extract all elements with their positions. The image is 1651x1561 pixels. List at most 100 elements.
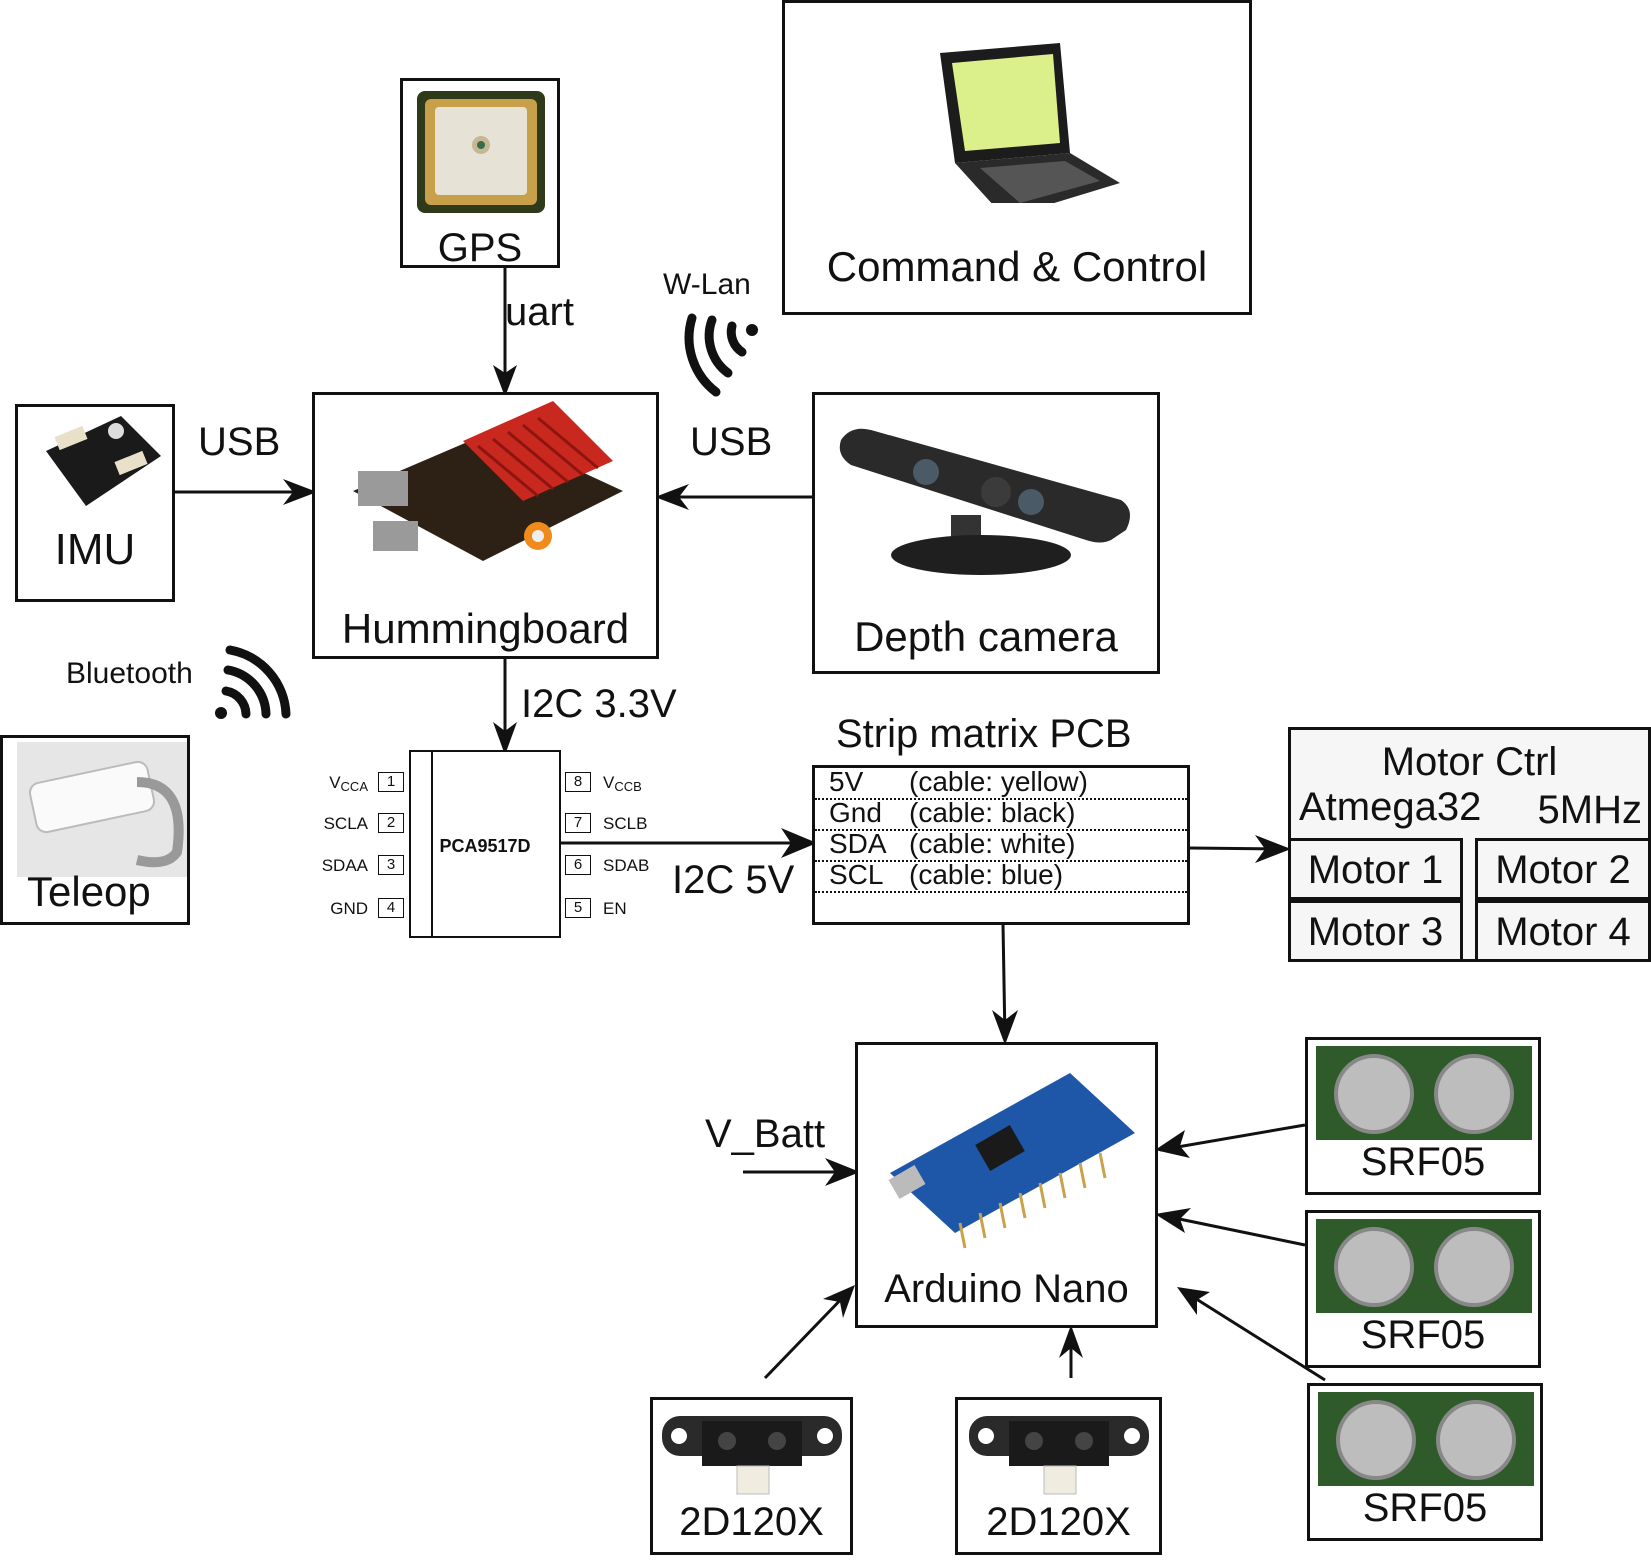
chip-name: PCA9517D — [439, 836, 531, 856]
arrowhead — [1155, 1130, 1190, 1158]
arduino-label: Arduino Nano — [884, 1267, 1129, 1311]
strip-cable: (cable: black) — [909, 797, 1076, 828]
strip-pcb-title: Strip matrix PCB — [836, 712, 1132, 756]
arrowhead — [1255, 835, 1291, 863]
strip-cable: (cable: yellow) — [909, 766, 1088, 797]
arrowhead — [1177, 1287, 1210, 1315]
depth-camera-icon — [839, 428, 1130, 575]
strip-cable: (cable: blue) — [909, 859, 1064, 890]
pin-name: EN — [603, 899, 627, 918]
command-control-label: Command & Control — [826, 243, 1208, 290]
imu-board-icon — [46, 416, 161, 506]
bluetooth-label: Bluetooth — [66, 657, 193, 690]
ultrasonic-sensor-icon — [1318, 1392, 1534, 1486]
imu-node: IMU — [15, 404, 175, 602]
motor-ctrl-title: Motor Ctrl — [1381, 740, 1558, 784]
pin-name: SDAB — [603, 856, 650, 875]
command-control-node: Command & Control — [782, 0, 1252, 315]
pin-name: SCLB — [603, 814, 648, 833]
laptop-icon — [940, 43, 1120, 203]
srf05-1-to-arduino-arrow — [1159, 1123, 1306, 1152]
arrowhead — [493, 365, 517, 397]
uart-label: uart — [505, 290, 574, 334]
arrowhead — [823, 1285, 855, 1318]
arduino-node: Arduino Nano — [855, 1042, 1158, 1328]
level-shifter-chip: PCA9517D — [409, 750, 561, 938]
pin-name: VCCA — [329, 773, 368, 794]
arrowhead — [655, 484, 689, 510]
gps-module-icon — [417, 91, 545, 213]
strip-cable: (cable: white) — [909, 828, 1076, 859]
motor-3-cell: Motor 3 — [1288, 900, 1463, 962]
motor-1-cell: Motor 1 — [1288, 838, 1463, 900]
strip-row: Gnd(cable: black) — [829, 797, 1076, 829]
motor-ctrl-node: Motor Ctrl Atmega32 5MHz Motor 1 Motor 2… — [1288, 727, 1651, 962]
chip-notch-line — [431, 752, 433, 936]
strip-row: SCL (cable: blue) — [829, 859, 1063, 891]
pin-number: 5 — [565, 898, 591, 918]
strip-line — [815, 798, 1187, 800]
imu-label: IMU — [54, 525, 136, 574]
arrowhead — [992, 1010, 1018, 1045]
ir-sensor-node-2: 2D120X — [955, 1397, 1162, 1555]
srf05-node-1: SRF05 — [1305, 1037, 1541, 1195]
srf05-node-3: SRF05 — [1307, 1383, 1543, 1541]
pin-number: 4 — [378, 898, 404, 918]
srf05-label: SRF05 — [1360, 1140, 1486, 1184]
depth-camera-node: Depth camera — [812, 392, 1160, 674]
teleop-node: Teleop — [0, 735, 190, 925]
motor-2-cell: Motor 2 — [1475, 838, 1651, 900]
strip-row: SDA (cable: white) — [829, 828, 1076, 860]
ir-sensor-icon — [662, 1416, 842, 1495]
wlan-signal-icon — [684, 313, 758, 397]
ultrasonic-sensor-icon — [1316, 1046, 1532, 1140]
gps-label: GPS — [437, 226, 523, 270]
wlan-label: W-Lan — [663, 268, 751, 301]
ir-sensor-label: 2D120X — [679, 1500, 824, 1544]
pin-name: VCCB — [603, 773, 642, 794]
pin-number: 2 — [378, 813, 404, 833]
depth-camera-label: Depth camera — [854, 613, 1118, 660]
strip-signal: SCL — [829, 859, 884, 890]
arrowhead — [493, 722, 517, 755]
srf05-node-2: SRF05 — [1305, 1210, 1541, 1368]
strip-line — [815, 860, 1187, 862]
ir-sensor-icon — [969, 1416, 1149, 1495]
i2c-5v-label: I2C 5V — [672, 858, 795, 902]
strip-row: 5V (cable: yellow) — [829, 766, 1088, 798]
usb-right-label: USB — [690, 420, 773, 464]
wii-remote-photo — [17, 742, 187, 877]
motor-4-cell: Motor 4 — [1475, 900, 1651, 962]
motor-ctrl-mcu: Atmega32 — [1299, 785, 1482, 829]
hummingboard-node: Hummingboard — [312, 392, 659, 659]
pin-number: 8 — [565, 772, 591, 792]
ir-1-to-arduino-arrow — [763, 1288, 852, 1380]
strip-signal: SDA — [829, 828, 887, 859]
motor-ctrl-clock: 5MHz — [1537, 788, 1642, 832]
pin-number: 3 — [378, 855, 404, 875]
v-batt-label: V_Batt — [705, 1112, 826, 1156]
arrowhead — [283, 479, 317, 505]
hummingboard-icon — [353, 401, 623, 561]
level-shifter-node: PCA9517D VCCA 1 SCLA 2 SDAA 3 GND 4 8 VC… — [300, 750, 670, 940]
pin-number: 1 — [378, 772, 404, 792]
strip-line — [815, 829, 1187, 831]
usb-left-label: USB — [198, 420, 281, 464]
pin-name: SCLA — [323, 814, 368, 833]
srf05-label: SRF05 — [1362, 1486, 1488, 1530]
gps-node: GPS — [400, 78, 560, 270]
i2c-33-label: I2C 3.3V — [521, 682, 677, 726]
wii-remote-icon — [28, 760, 184, 868]
pin-number: 6 — [565, 855, 591, 875]
arrowhead — [781, 828, 817, 858]
srf05-2-to-arduino-arrow — [1159, 1213, 1306, 1247]
strip-signal: 5V — [829, 766, 864, 797]
arrowhead — [1155, 1208, 1191, 1233]
teleop-label: Teleop — [27, 868, 151, 915]
srf05-label: SRF05 — [1360, 1313, 1486, 1357]
hummingboard-label: Hummingboard — [341, 605, 630, 652]
arrowhead — [825, 1158, 860, 1186]
pin-number: 7 — [565, 813, 591, 833]
pin-name: GND — [330, 899, 368, 918]
